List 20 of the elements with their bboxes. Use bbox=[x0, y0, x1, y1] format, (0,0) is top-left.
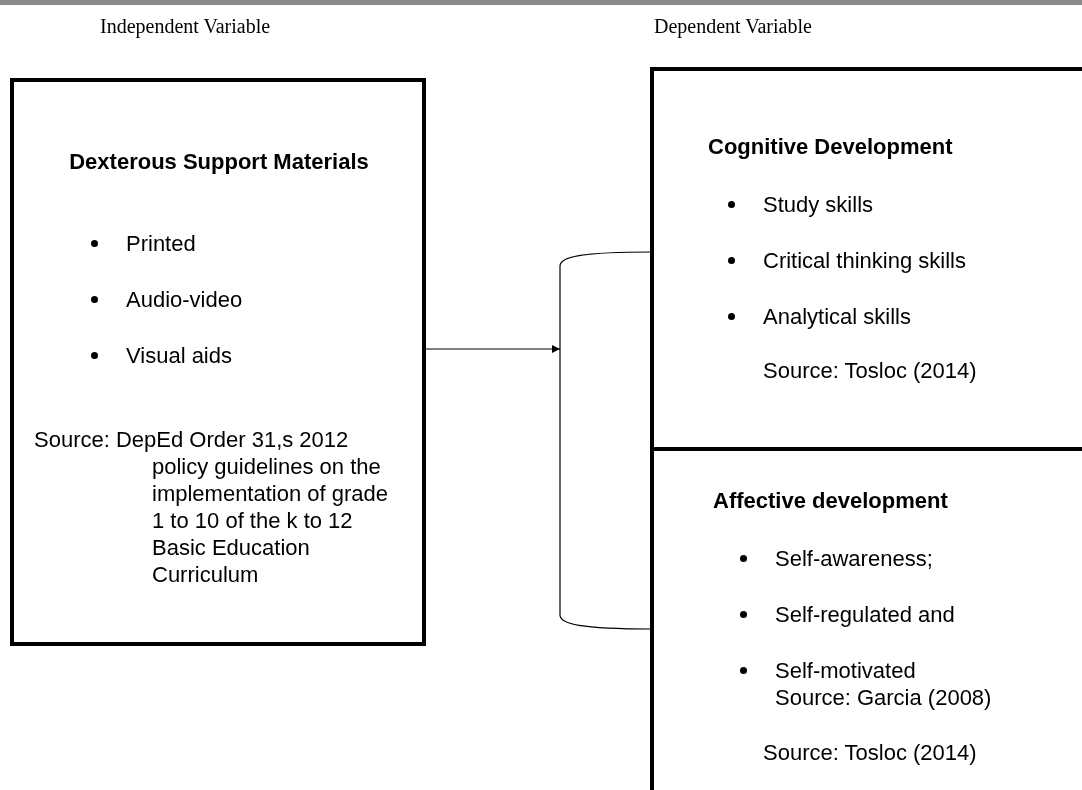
bullet-item: Visual aids bbox=[126, 342, 233, 369]
bullet-item: Critical thinking skills bbox=[763, 247, 967, 274]
variable-box bbox=[10, 78, 426, 646]
box-heading: Dexterous Support Materials bbox=[68, 148, 370, 175]
bullet-item: Self-regulated and bbox=[775, 601, 956, 628]
bullet-item: Self-awareness; bbox=[775, 545, 934, 572]
source-note: Source: Tosloc (2014) bbox=[763, 739, 978, 766]
source-note: Source: DepEd Order 31,s 2012 policy guidelines on the implementation of grade 1 to 10 of the k to 12 Basic Education Curriculum bbox=[34, 426, 390, 588]
column-label: Independent Variable bbox=[100, 15, 271, 38]
box-heading: Affective development bbox=[713, 487, 949, 514]
arrow bbox=[425, 345, 561, 353]
bullet-item: Analytical skills bbox=[763, 303, 912, 330]
box-heading: Cognitive Development bbox=[708, 133, 954, 160]
bullet-item: Study skills bbox=[763, 191, 875, 218]
bullet-item: Self-motivated bbox=[775, 657, 917, 684]
column-label: Dependent Variable bbox=[654, 15, 812, 38]
source-note: Source: Tosloc (2014) bbox=[763, 357, 978, 384]
bullet-item: Audio-video bbox=[126, 286, 244, 313]
bullet-item: Printed bbox=[126, 230, 197, 257]
source-note: Source: Garcia (2008) bbox=[775, 684, 993, 711]
